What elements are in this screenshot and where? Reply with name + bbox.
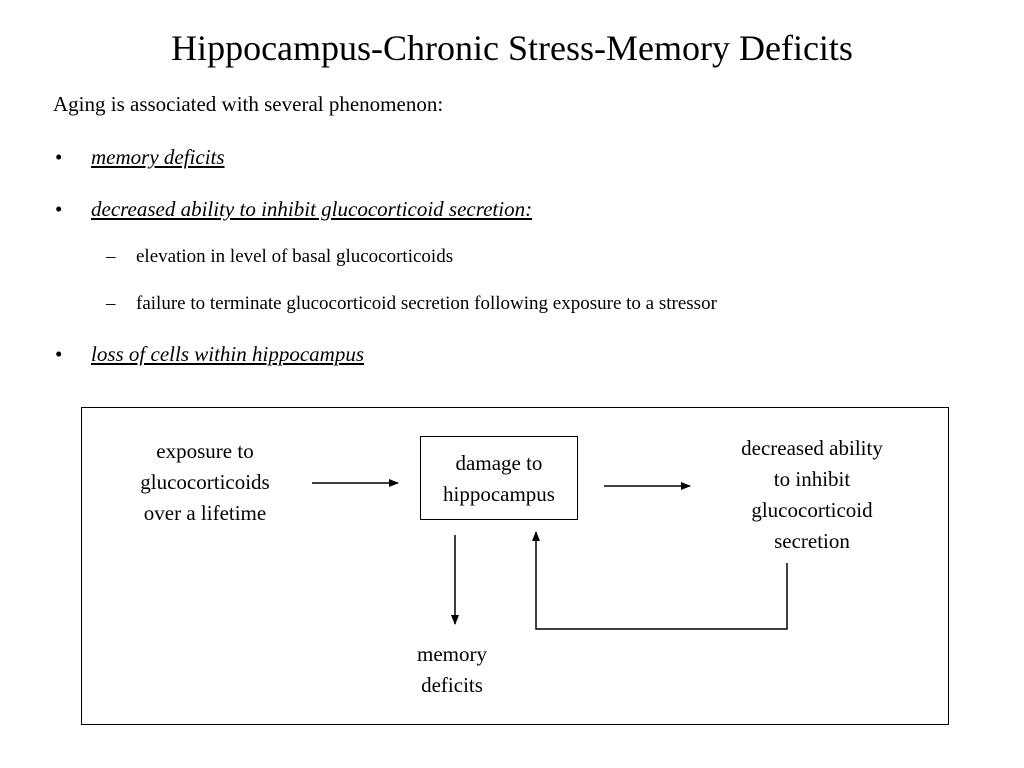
bullet-marker: • bbox=[55, 145, 63, 169]
sub-bullet-text: failure to terminate glucocorticoid secr… bbox=[136, 293, 717, 314]
node-decreased-ability: decreased ability to inhibit glucocortic… bbox=[712, 433, 912, 557]
node-line: exposure to bbox=[156, 439, 254, 463]
node-line: secretion bbox=[774, 529, 850, 553]
bullet-text: loss of cells within hippocampus bbox=[91, 342, 364, 366]
bullet-marker: • bbox=[55, 342, 63, 366]
node-line: decreased ability bbox=[741, 436, 883, 460]
node-memory-deficits: memory deficits bbox=[382, 639, 522, 701]
node-line: glucocorticoids bbox=[140, 470, 270, 494]
bullet-text: decreased ability to inhibit glucocortic… bbox=[91, 197, 533, 221]
node-line: glucocorticoid bbox=[751, 498, 873, 522]
node-line: over a lifetime bbox=[143, 501, 267, 525]
node-exposure: exposure to glucocorticoids over a lifet… bbox=[108, 436, 302, 529]
node-line: deficits bbox=[421, 673, 483, 697]
sub-bullet-marker: – bbox=[106, 293, 116, 314]
bullet-marker: • bbox=[55, 197, 63, 221]
arrow-feedback-loop bbox=[532, 531, 788, 630]
sub-bullet-text: elevation in level of basal glucocortico… bbox=[136, 246, 454, 267]
node-line: to inhibit bbox=[773, 467, 851, 491]
bullet-text: memory deficits bbox=[91, 145, 225, 169]
slide-title: Hippocampus-Chronic Stress-Memory Defici… bbox=[171, 28, 853, 68]
node-line: damage to bbox=[455, 451, 543, 475]
node-line: memory bbox=[417, 642, 487, 666]
sub-bullet-marker: – bbox=[106, 246, 116, 267]
node-damage: damage to hippocampus bbox=[420, 436, 578, 520]
intro-text: Aging is associated with several phenome… bbox=[53, 92, 444, 116]
diagram-frame bbox=[81, 407, 949, 725]
node-line: hippocampus bbox=[443, 482, 555, 506]
